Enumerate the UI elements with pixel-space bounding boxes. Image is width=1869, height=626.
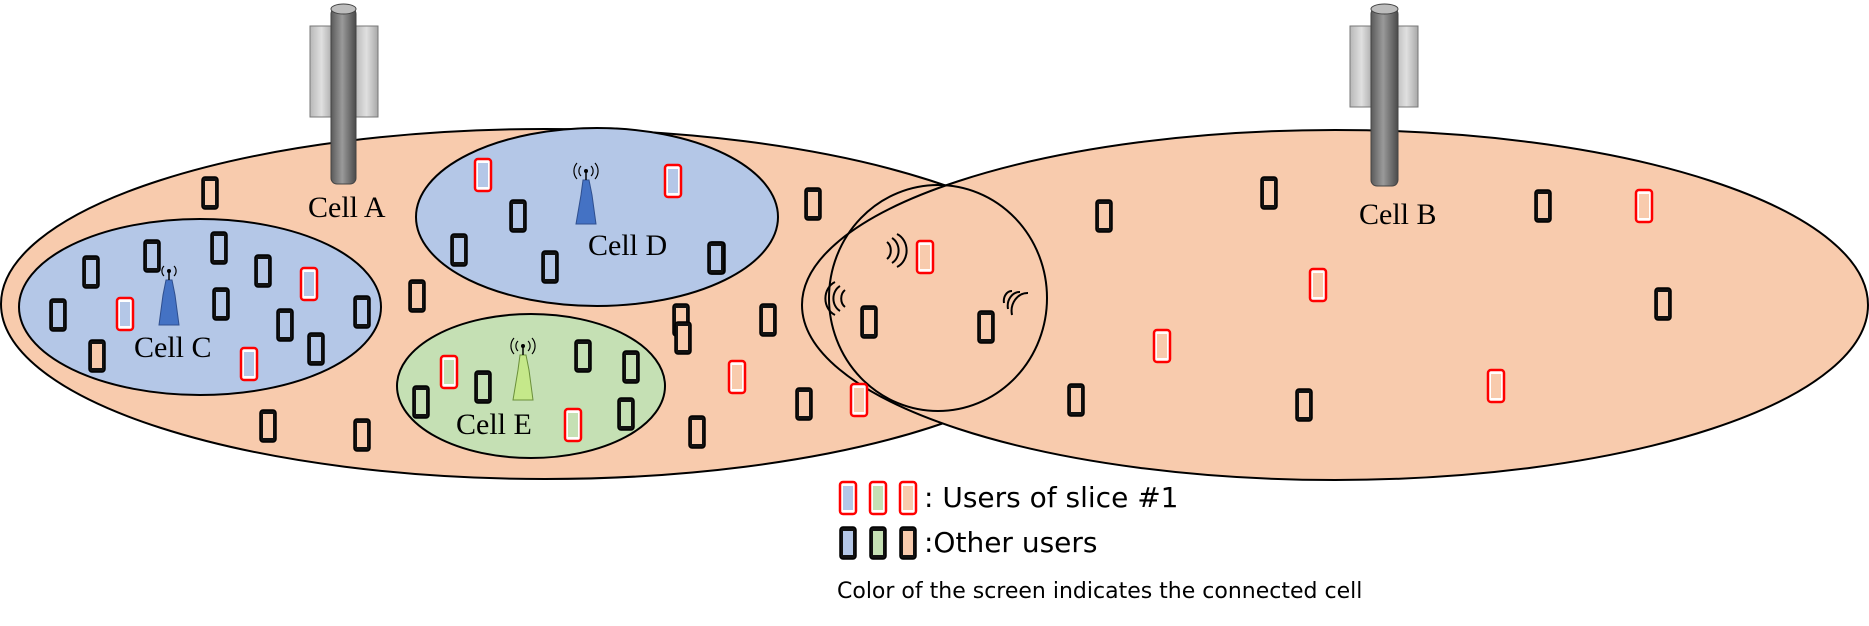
slice-user-phone-icon: [663, 163, 683, 199]
other-user-phone-icon: [474, 370, 492, 404]
other-user-phone-icon: [82, 255, 100, 289]
slice-user-phone-icon: [439, 354, 459, 390]
other-user-phone-icon: [254, 254, 272, 288]
cell-b-tower-icon: [1349, 3, 1419, 187]
other-user-phone-icon: [210, 231, 228, 265]
slice-user-phone-icon: [1486, 368, 1506, 404]
legend-other-phone-icon: [899, 526, 917, 560]
cell-d-label: Cell D: [588, 229, 667, 262]
other-user-phone-icon: [143, 239, 161, 273]
other-user-phone-icon: [353, 418, 371, 452]
other-user-phone-icon: [1654, 287, 1672, 321]
signal-waves-icon: [824, 281, 846, 316]
cell-a-tower-icon: [309, 3, 379, 185]
cell-b-label: Cell B: [1359, 198, 1437, 231]
other-user-phone-icon: [307, 332, 325, 366]
signal-waves-icon: [886, 233, 908, 268]
other-user-phone-icon: [88, 339, 106, 373]
other-user-phone-icon: [259, 409, 277, 443]
slice-user-phone-icon: [915, 239, 935, 275]
other-user-phone-icon: [412, 385, 430, 419]
other-user-phone-icon: [707, 241, 725, 275]
slice-user-phone-icon: [727, 359, 747, 395]
cell-d-coverage: [415, 127, 779, 307]
cell-e-base-station-icon: [510, 337, 536, 401]
legend-slice-users-row: [838, 480, 918, 516]
other-user-phone-icon: [1295, 388, 1313, 422]
slice-user-phone-icon: [563, 407, 583, 443]
other-user-phone-icon: [977, 310, 995, 344]
slice-user-phone-icon: [299, 266, 319, 302]
other-user-phone-icon: [1260, 176, 1278, 210]
legend-other-phone-icon: [869, 526, 887, 560]
legend-slice-phone-icon: [838, 480, 858, 516]
cell-c-base-station-icon: [158, 265, 180, 326]
slice-user-phone-icon: [1152, 328, 1172, 364]
signal-waves-icon: [1002, 289, 1029, 316]
slice-user-phone-icon: [849, 382, 869, 418]
other-user-phone-icon: [353, 295, 371, 329]
other-user-phone-icon: [574, 339, 592, 373]
other-user-phone-icon: [541, 250, 559, 284]
slice-user-phone-icon: [239, 346, 259, 382]
cell-b-coverage: [801, 129, 1869, 481]
other-user-phone-icon: [1534, 189, 1552, 223]
slice-user-phone-icon: [1308, 267, 1328, 303]
other-user-phone-icon: [1067, 383, 1085, 417]
legend: : Users of slice #1 :Other users Color o…: [837, 480, 1362, 604]
legend-other-users-row: [839, 526, 917, 560]
other-user-phone-icon: [795, 387, 813, 421]
legend-other-phone-icon: [839, 526, 857, 560]
cell-e-label: Cell E: [456, 408, 532, 441]
cell-d-base-station-icon: [573, 162, 599, 225]
other-user-phone-icon: [674, 321, 692, 355]
slice-user-phone-icon: [1634, 188, 1654, 224]
cell-a-label: Cell A: [308, 191, 386, 224]
other-user-phone-icon: [49, 298, 67, 332]
other-user-phone-icon: [1095, 199, 1113, 233]
other-user-phone-icon: [860, 305, 878, 339]
overlap-region: [828, 184, 1048, 412]
other-user-phone-icon: [622, 350, 640, 384]
other-user-phone-icon: [509, 199, 527, 233]
other-user-phone-icon: [688, 415, 706, 449]
other-user-phone-icon: [276, 308, 294, 342]
other-user-phone-icon: [804, 187, 822, 221]
other-user-phone-icon: [759, 303, 777, 337]
legend-slice-phone-icon: [868, 480, 888, 516]
users-layer: [49, 157, 1672, 452]
other-user-phone-icon: [201, 176, 219, 210]
legend-other-users-label: :Other users: [924, 526, 1098, 559]
legend-note: Color of the screen indicates the connec…: [837, 579, 1362, 604]
other-user-phone-icon: [617, 397, 635, 431]
cell-c-coverage: [18, 218, 382, 396]
slice-user-phone-icon: [115, 296, 135, 332]
legend-slice-users-label: : Users of slice #1: [924, 481, 1178, 514]
other-user-phone-icon: [408, 279, 426, 313]
other-user-phone-icon: [450, 233, 468, 267]
legend-slice-phone-icon: [898, 480, 918, 516]
slice-user-phone-icon: [473, 157, 493, 193]
cell-c-label: Cell C: [134, 331, 212, 364]
other-user-phone-icon: [212, 287, 230, 321]
